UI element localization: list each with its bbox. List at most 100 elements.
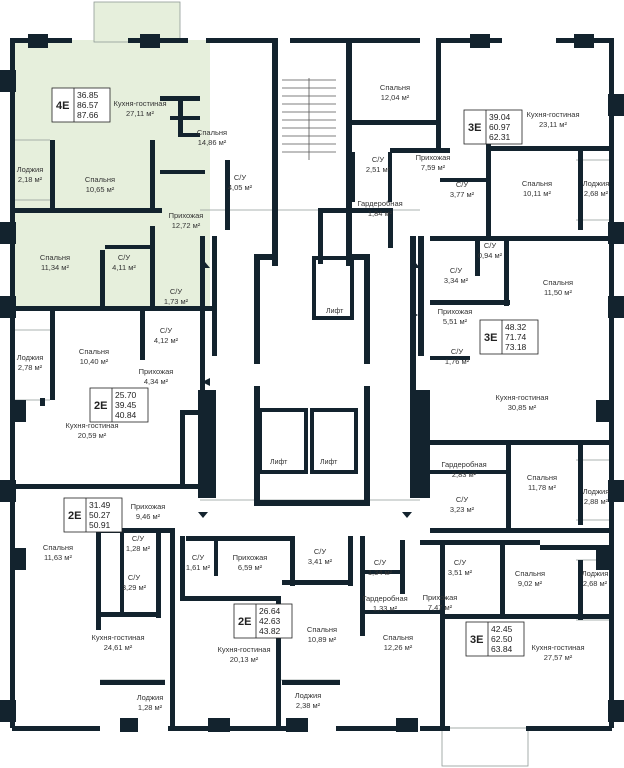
unit-area-total: 71.74 (505, 332, 527, 342)
room-name: Кухня-гостиная (91, 633, 144, 642)
room-area: 3,51 м² (448, 568, 473, 577)
room-name: С/У (160, 326, 173, 335)
room-area: 27,57 м² (544, 653, 573, 662)
room-area: 2,83 м² (452, 470, 477, 479)
room: С/У3,41 м² (308, 547, 333, 566)
stairs (282, 78, 336, 160)
unit-area-total: 42.63 (259, 616, 281, 626)
unit-type: 3E (484, 332, 497, 344)
room: С/У4,05 м² (228, 173, 253, 192)
unit-type: 2E (238, 616, 251, 628)
walls (0, 34, 624, 732)
room-area: 3,23 м² (450, 505, 475, 514)
room-area: 20,59 м² (78, 431, 107, 440)
room-name: Лоджия (295, 691, 322, 700)
unit-area-living: 36.85 (77, 90, 99, 100)
room: С/У3,23 м² (450, 495, 475, 514)
room: С/У4,11 м² (112, 253, 136, 272)
room: С/У3,34 м² (444, 266, 469, 285)
room-name: С/У (456, 180, 469, 189)
unit-type: 2E (94, 400, 107, 412)
room-name: Прихожая (416, 153, 451, 162)
unit-area-full: 50.91 (89, 520, 111, 530)
room-name: Кухня-гостиная (113, 99, 166, 108)
room-area: 1,61 м² (186, 563, 211, 572)
unit-area-total: 50.27 (89, 510, 111, 520)
room: С/У3,29 м² (122, 573, 147, 592)
room-area: 1,34 м² (368, 568, 393, 577)
room-area: 5,51 м² (443, 317, 468, 326)
unit-badge-3e-bottom: 3E 42.45 62.50 63.84 (465, 621, 525, 657)
room-name: Кухня-гостиная (495, 393, 548, 402)
room-area: 4,05 м² (228, 183, 253, 192)
unit-area-living: 42.45 (491, 624, 513, 634)
room-name: Спальня (79, 347, 109, 356)
room-name: Спальня (85, 175, 115, 184)
room-name: Кухня-гостиная (531, 643, 584, 652)
room-name: С/У (132, 534, 145, 543)
unit-badge-2e-left: 2E 31.49 50.27 50.91 (63, 497, 123, 533)
unit-area-full: 40.84 (115, 410, 137, 420)
room-name: С/У (456, 495, 469, 504)
unit-area-total: 39.45 (115, 400, 137, 410)
room-area: 27,11 м² (126, 109, 154, 118)
room-area: 30,85 м² (508, 403, 537, 412)
unit-area-full: 63.84 (491, 644, 513, 654)
room-name: Кухня-гостиная (526, 110, 579, 119)
room-area: 10,89 м² (308, 635, 337, 644)
room-name: Спальня (380, 83, 410, 92)
room: С/У1,34 м² (368, 558, 393, 577)
room-area: 11,50 м² (544, 288, 572, 297)
room: С/У1,28 м² (126, 534, 151, 553)
room-name: С/У (450, 266, 463, 275)
room-area: 1,28 м² (138, 703, 163, 712)
room: С/У0,94 м² (478, 241, 503, 260)
room-name: Гардеробная (362, 594, 407, 603)
room-area: 7,59 м² (421, 163, 446, 172)
room-name: Лоджия (582, 569, 609, 578)
room-name: Спальня (197, 128, 227, 137)
door-arrow-icon (198, 512, 208, 518)
unit-area-full: 62.31 (489, 132, 511, 142)
room-name: Прихожая (139, 367, 174, 376)
room-name: Спальня (40, 253, 70, 262)
room-name: Спальня (515, 569, 545, 578)
door-arrow-icon (200, 262, 210, 268)
unit-type: 2E (68, 510, 81, 522)
room-area: 12,26 м² (384, 643, 413, 652)
unit-area-living: 39.04 (489, 112, 511, 122)
room-name: С/У (484, 241, 497, 250)
room-name: Спальня (43, 543, 73, 552)
room-area: 23,11 м² (539, 120, 567, 129)
room-area: 7,47 м² (428, 603, 453, 612)
room-area: 10,11 м² (523, 189, 551, 198)
room-area: 11,78 м² (528, 483, 556, 492)
unit-area-total: 62.50 (491, 634, 513, 644)
unit-area-total: 86.57 (77, 100, 99, 110)
room-name: Спальня (383, 633, 413, 642)
room-area: 11,34 м² (41, 263, 69, 272)
lift-labels: Лифт Лифт Лифт (270, 308, 344, 466)
door-markers (198, 262, 420, 518)
room-area: 9,02 м² (518, 579, 543, 588)
room-area: 20,13 м² (230, 655, 259, 664)
